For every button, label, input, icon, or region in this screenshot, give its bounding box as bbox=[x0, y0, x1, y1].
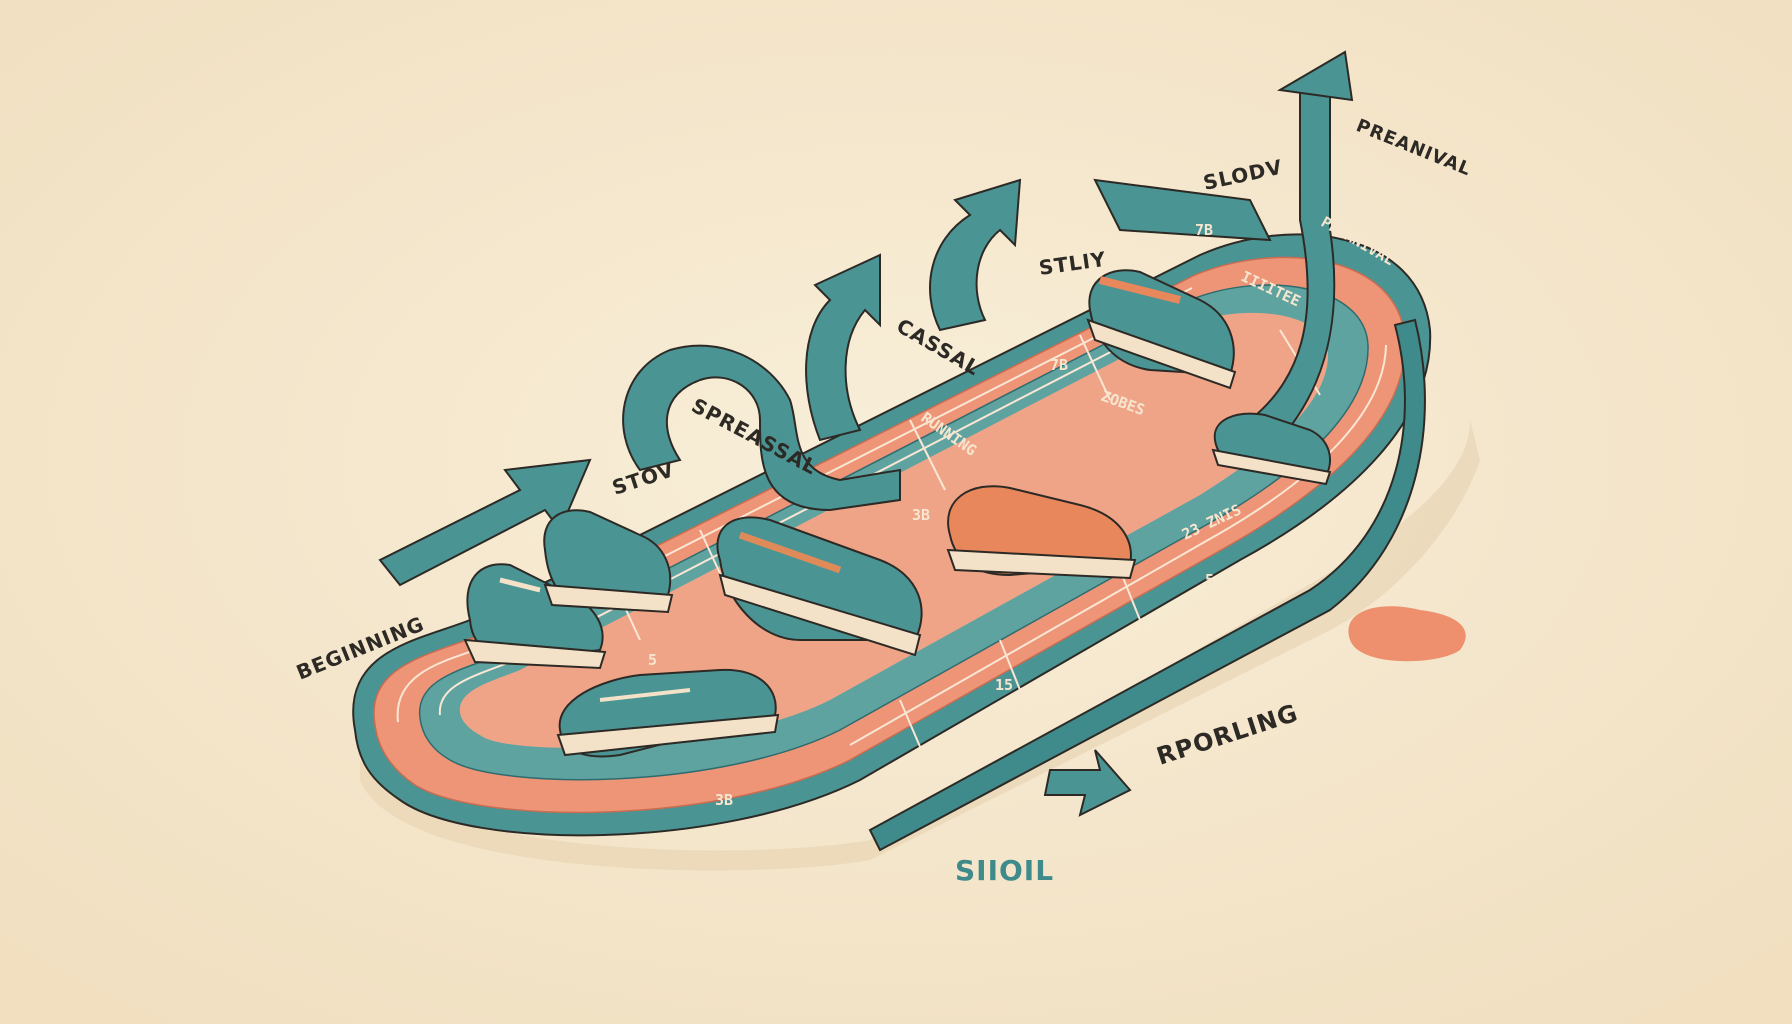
shoe-6 bbox=[1086, 269, 1237, 390]
lane-mark-12: 3B bbox=[715, 791, 733, 809]
lane-line-3 bbox=[849, 344, 1387, 746]
label-slioil: SIIOIL bbox=[955, 854, 1054, 887]
beginning-arrow bbox=[378, 458, 592, 587]
shoe-3 bbox=[556, 668, 780, 758]
lane-mark-13: 5 bbox=[648, 651, 657, 669]
lane-mark-4: 7B bbox=[1195, 221, 1213, 239]
stliy-arrow bbox=[929, 178, 1022, 332]
lane-mark-9: 5 bbox=[1205, 571, 1214, 589]
shoe-2 bbox=[543, 509, 674, 614]
lane-mark-2: 7B bbox=[1050, 356, 1068, 374]
top-lane-band bbox=[1093, 178, 1272, 242]
lane-mark-10: 15 bbox=[995, 676, 1013, 694]
shoe-7 bbox=[1211, 412, 1332, 486]
shoe-4 bbox=[716, 516, 923, 657]
casual-arrow bbox=[805, 253, 881, 442]
shoe-1 bbox=[463, 563, 607, 670]
spreassal-loop-band bbox=[622, 344, 901, 512]
right-edge-band bbox=[868, 318, 1426, 852]
track-infield bbox=[459, 312, 1329, 748]
rporling-arrow bbox=[1043, 749, 1132, 817]
lane-mark-11: 10 bbox=[775, 811, 793, 829]
shoe-5 bbox=[946, 485, 1137, 580]
big-rising-arrow-head bbox=[1277, 50, 1354, 102]
lane-mark-1: 3B bbox=[912, 506, 930, 524]
salmon-blob bbox=[1348, 606, 1466, 662]
